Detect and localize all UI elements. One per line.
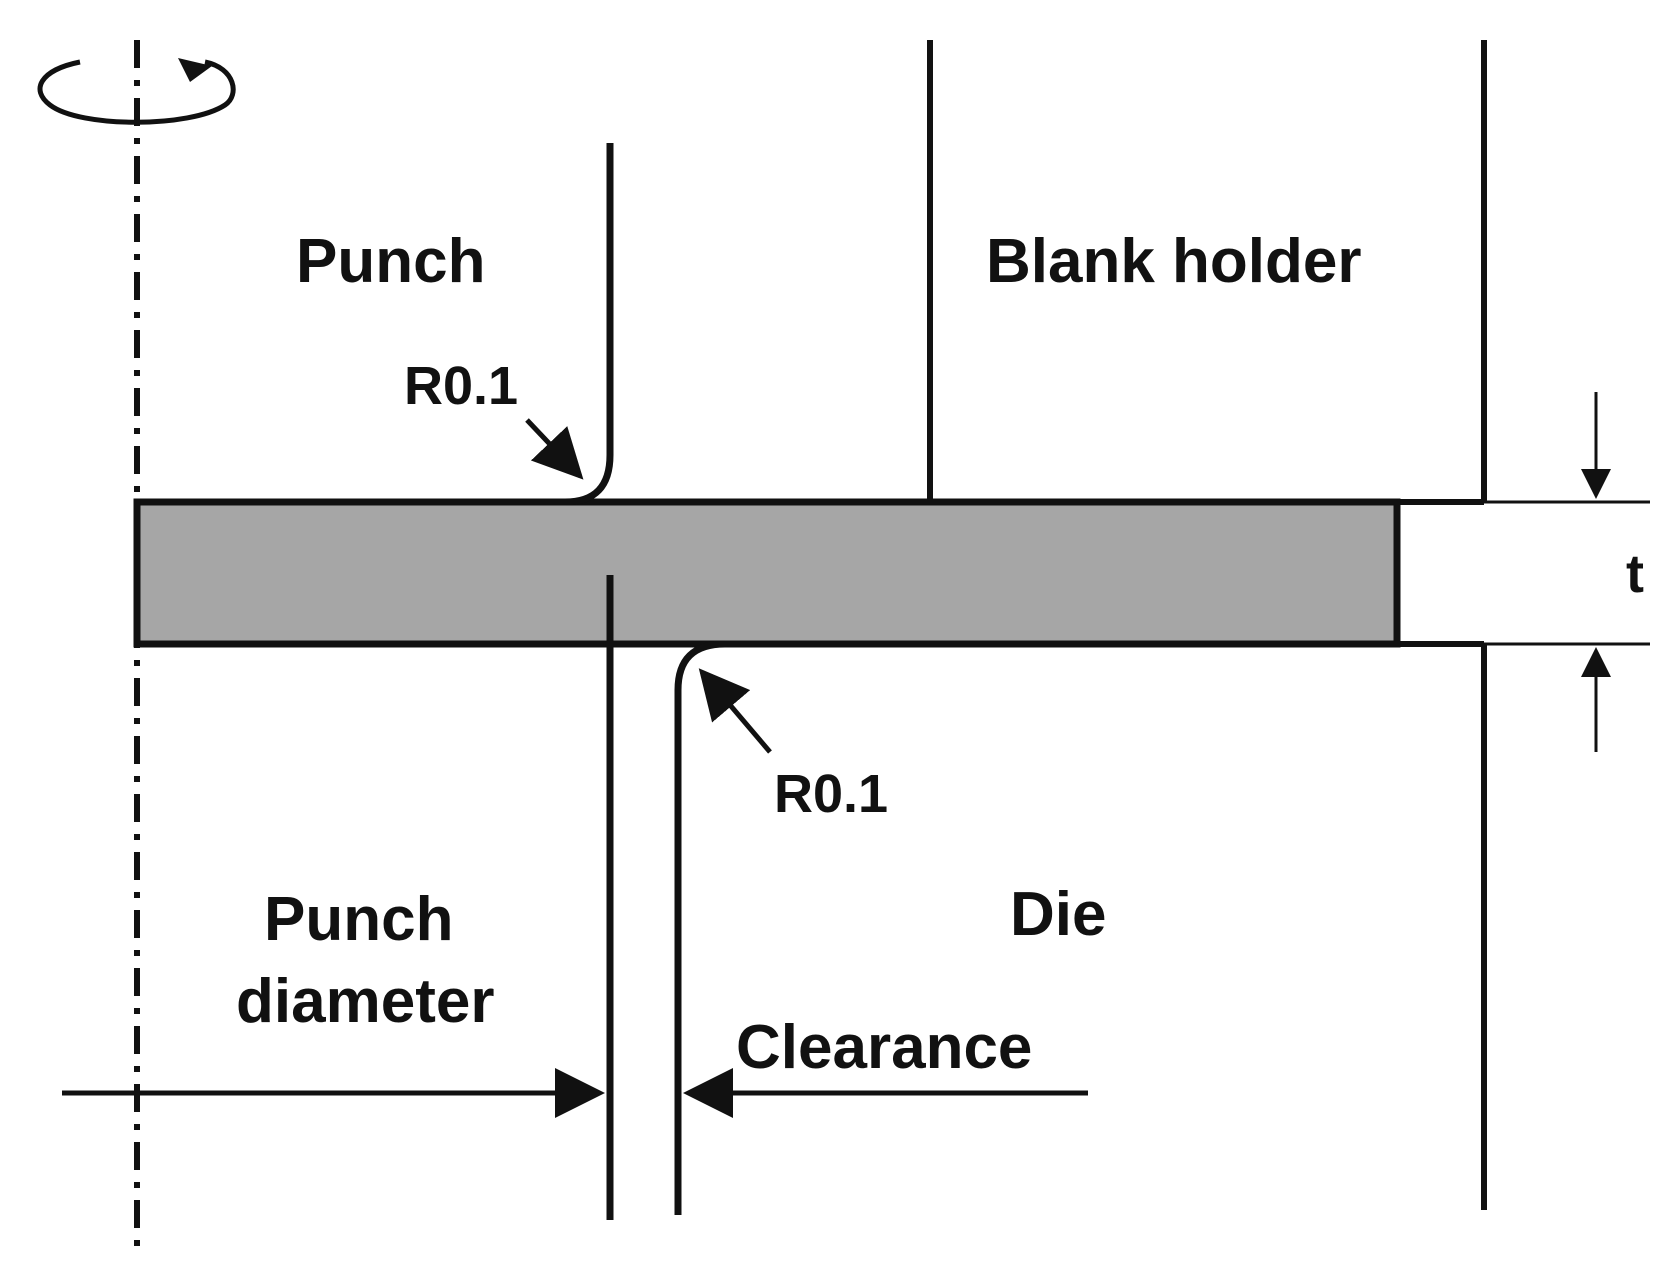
punch-outline (137, 143, 614, 506)
blank-holder-label: Blank holder (986, 227, 1362, 296)
punch-radius-leader (525, 418, 584, 480)
punch-diameter-label-line2: diameter (236, 967, 494, 1036)
clearance-label: Clearance (736, 1013, 1032, 1082)
die-label: Die (1010, 880, 1106, 949)
punch-label: Punch (296, 227, 485, 296)
thickness-label: t (1626, 544, 1644, 604)
punch-diameter-label-line1: Punch (264, 885, 453, 954)
die-radius-leader (698, 668, 772, 754)
die-outline (674, 640, 1397, 1215)
sheet-blank (133, 498, 1401, 648)
punch-radius-label: R0.1 (404, 356, 518, 416)
die-radius-label: R0.1 (774, 764, 888, 824)
rotation-arrow-icon (37, 58, 236, 125)
